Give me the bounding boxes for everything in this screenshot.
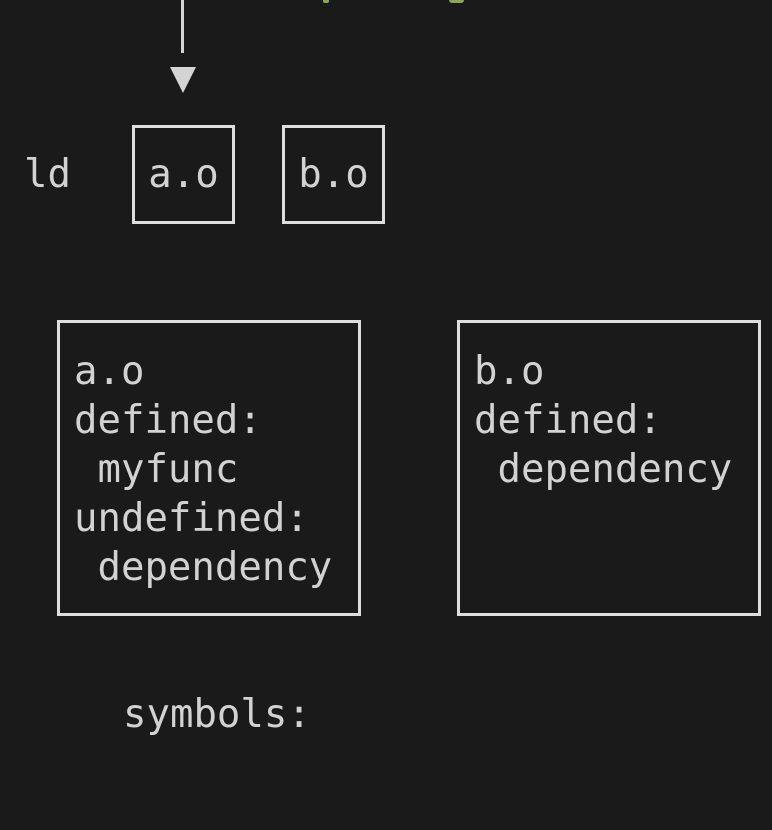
object-file-box-b: b.o: [282, 125, 385, 224]
clipped-green-text-fragment: [449, 0, 464, 3]
arrow-down-icon: [170, 67, 196, 93]
symbol-table-box-a: a.o defined: myfunc undefined: dependenc…: [57, 320, 361, 616]
symbol-table-line: undefined:: [74, 496, 309, 541]
flow-arrow-line: [181, 0, 184, 53]
object-file-box-a: a.o: [132, 125, 235, 224]
linker-label: ld: [24, 152, 71, 197]
symbol-table-box-b: b.o defined: dependency: [457, 320, 761, 616]
symbol-table-line: defined:: [74, 398, 262, 443]
symbol-table-line: dependency: [474, 447, 733, 492]
symbol-table-line: dependency: [74, 545, 333, 590]
symbol-table-title: b.o: [474, 349, 545, 394]
symbol-table-title: a.o: [74, 349, 145, 394]
clipped-green-text-fragment: [323, 0, 329, 3]
symbols-label: symbols:: [123, 692, 311, 737]
symbol-table-line: defined:: [474, 398, 662, 443]
object-file-name: a.o: [148, 152, 219, 197]
object-file-name: b.o: [298, 152, 369, 197]
symbol-table-line: myfunc: [74, 447, 239, 492]
